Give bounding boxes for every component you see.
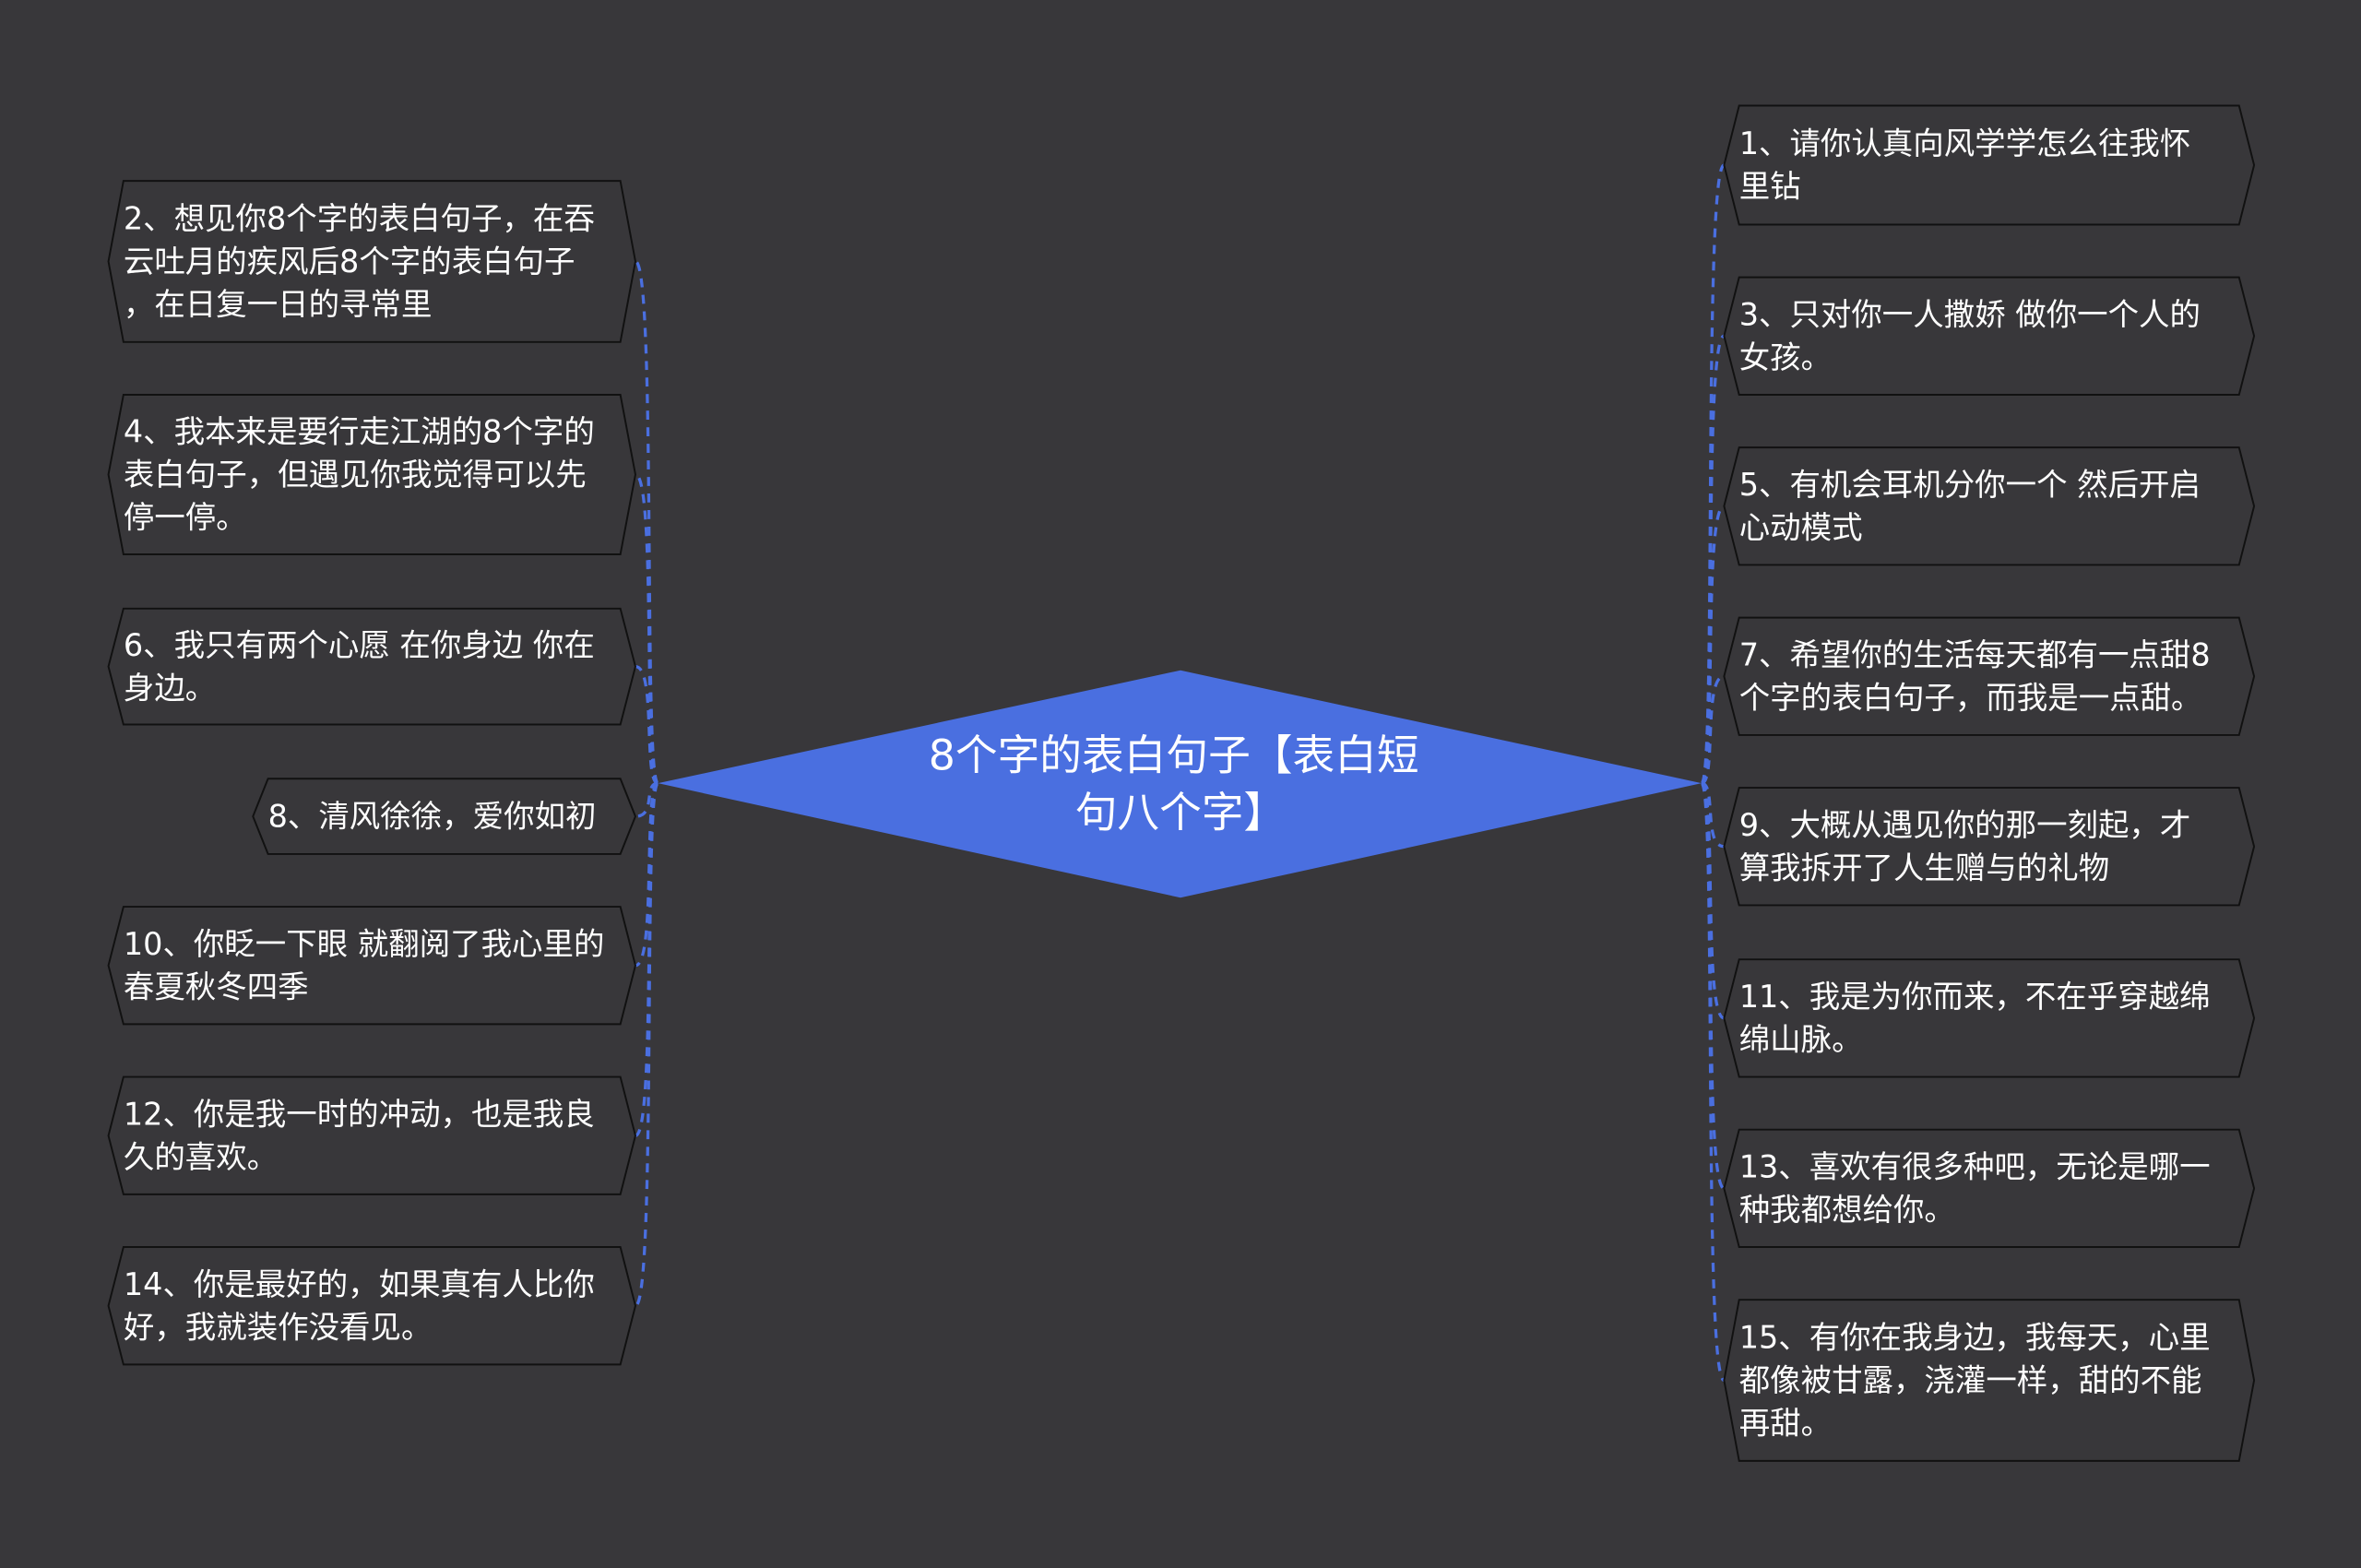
- node-shape[interactable]: [1723, 787, 2256, 907]
- node-text: 5、有机会耳机分你一个 然后开启心动模式: [1739, 467, 2201, 546]
- node-shape[interactable]: [1723, 1128, 2256, 1249]
- node-text-line: 停一停。: [124, 499, 247, 535]
- node-text: 10、你眨一下眼 就翻阅了我心里的春夏秋冬四季: [124, 926, 605, 1005]
- node-text: 9、大概从遇见你的那一刻起，才算我拆开了人生赠与的礼物: [1739, 807, 2191, 886]
- node-text: 14、你是最好的，如果真有人比你好，我就装作没看见。: [124, 1266, 595, 1346]
- node-text-line: ，在日复一日的寻常里: [124, 286, 433, 322]
- node-text-line: 11、我是为你而来，不在乎穿越绵: [1739, 979, 2211, 1015]
- node-shape[interactable]: [1723, 958, 2256, 1078]
- node-text: 3、只对你一人撒娇 做你一个人的女孩。: [1739, 296, 2201, 375]
- right-node[interactable]: 9、大概从遇见你的那一刻起，才算我拆开了人生赠与的礼物: [1723, 787, 2256, 907]
- node-text-line: 春夏秋冬四季: [124, 968, 309, 1004]
- node-text: 11、我是为你而来，不在乎穿越绵绵山脉。: [1739, 979, 2211, 1058]
- connector-line: [1700, 781, 1726, 1383]
- node-text-line: 8、清风徐徐，爱你如初: [268, 799, 597, 835]
- center-diamond[interactable]: [658, 670, 1702, 898]
- node-shape[interactable]: [1723, 104, 2256, 226]
- node-text-line: 2、想见你8个字的表白句子，在吞: [124, 200, 595, 236]
- node-text-line: 1、请你认真向风学学怎么往我怀: [1739, 125, 2191, 161]
- node-shape[interactable]: [107, 393, 636, 555]
- connector-line: [634, 472, 660, 785]
- node-text-line: 女孩。: [1739, 339, 1832, 375]
- node-text-line: 6、我只有两个心愿 在你身边 你在: [124, 627, 595, 663]
- node-text-line: 3、只对你一人撒娇 做你一个人的: [1739, 296, 2201, 332]
- right-node[interactable]: 7、希望你的生活每天都有一点甜8 个字的表白句子，而我是一点甜。: [1723, 616, 2256, 736]
- node-text: 2、想见你8个字的表白句子，在吞云吐月的疾风后8个字的表白句子 ，在日复一日的寻常…: [124, 200, 595, 322]
- left-node[interactable]: 10、你眨一下眼 就翻阅了我心里的春夏秋冬四季: [107, 906, 636, 1026]
- connector-line: [1701, 674, 1725, 785]
- connector-line: [1701, 781, 1725, 849]
- node-text-line: 云吐月的疾风后8个字的表白句子: [124, 244, 575, 279]
- node-text-line: 里钻: [1739, 169, 1801, 205]
- node-text-line: 个字的表白句子，而我是一点甜。: [1739, 680, 2202, 716]
- node-text-line: 15、有你在我身边，我每天，心里: [1739, 1319, 2211, 1355]
- node-shape[interactable]: [1723, 1299, 2256, 1462]
- node-shape[interactable]: [107, 1246, 636, 1366]
- connector-line: [1700, 334, 1726, 785]
- left-node[interactable]: 14、你是最好的，如果真有人比你好，我就装作没看见。: [107, 1246, 636, 1366]
- connector-line: [634, 781, 660, 1137]
- right-node[interactable]: 5、有机会耳机分你一个 然后开启心动模式: [1723, 446, 2256, 566]
- right-node[interactable]: 1、请你认真向风学学怎么往我怀里钻: [1723, 104, 2256, 226]
- node-shape[interactable]: [1723, 616, 2256, 736]
- node-text-line: 13、喜欢有很多种吧，无论是哪一: [1739, 1149, 2211, 1185]
- node-text-line: 4、我本来是要行走江湖的8个字的: [124, 413, 595, 449]
- center-title: 8个字的表白句子【表白短 句八个字】: [929, 731, 1432, 837]
- node-text-line: 10、你眨一下眼 就翻阅了我心里的: [124, 926, 605, 962]
- nodes: 2、想见你8个字的表白句子，在吞云吐月的疾风后8个字的表白句子 ，在日复一日的寻常…: [107, 104, 2256, 1462]
- connector-line: [635, 781, 660, 968]
- node-text-line: 9、大概从遇见你的那一刻起，才: [1739, 807, 2191, 843]
- center-title-line: 句八个字】: [1075, 789, 1287, 837]
- left-node[interactable]: 2、想见你8个字的表白句子，在吞云吐月的疾风后8个字的表白句子 ，在日复一日的寻常…: [107, 180, 636, 343]
- node-text-line: 14、你是最好的，如果真有人比你: [124, 1266, 595, 1302]
- node-text-line: 5、有机会耳机分你一个 然后开启: [1739, 467, 2201, 503]
- right-node[interactable]: 3、只对你一人撒娇 做你一个人的女孩。: [1723, 276, 2256, 396]
- connector-line: [1700, 781, 1726, 1020]
- node-text-line: 12、你是我一时的冲动，也是我良: [124, 1096, 595, 1132]
- node-text: 12、你是我一时的冲动，也是我良久的喜欢。: [124, 1096, 595, 1175]
- node-text-line: 7、希望你的生活每天都有一点甜8: [1739, 636, 2211, 672]
- node-shape[interactable]: [107, 607, 636, 726]
- node-text-line: 久的喜欢。: [124, 1139, 278, 1175]
- node-shape[interactable]: [107, 180, 636, 343]
- node-shape[interactable]: [252, 778, 637, 855]
- node-text-line: 绵山脉。: [1739, 1022, 1863, 1058]
- left-node[interactable]: 6、我只有两个心愿 在你身边 你在身边。: [107, 607, 636, 726]
- right-node[interactable]: 15、有你在我身边，我每天，心里都像被甘露，浇灌一样，甜的不能再甜。: [1723, 1299, 2256, 1462]
- right-node[interactable]: 13、喜欢有很多种吧，无论是哪一种我都想给你。: [1723, 1128, 2256, 1249]
- center-title-line: 8个字的表白句子【表白短: [929, 731, 1419, 779]
- connector-line: [634, 259, 660, 785]
- node-text: 1、请你认真向风学学怎么往我怀里钻: [1739, 125, 2191, 205]
- center-node[interactable]: 8个字的表白句子【表白短 句八个字】: [658, 670, 1702, 898]
- right-node[interactable]: 11、我是为你而来，不在乎穿越绵绵山脉。: [1723, 958, 2256, 1078]
- connector-line: [1700, 505, 1726, 785]
- node-text: 15、有你在我身边，我每天，心里都像被甘露，浇灌一样，甜的不能再甜。: [1739, 1319, 2211, 1441]
- node-text: 8、清风徐徐，爱你如初: [268, 799, 597, 835]
- node-text-line: 都像被甘露，浇灌一样，甜的不能: [1739, 1362, 2202, 1398]
- node-shape[interactable]: [107, 1075, 636, 1195]
- connector-line: [634, 781, 660, 1308]
- connector-line: [1700, 163, 1726, 785]
- node-text-line: 身边。: [124, 670, 216, 706]
- node-shape[interactable]: [107, 906, 636, 1026]
- node-text-line: 表白句子，但遇见你我觉得可以先: [124, 457, 587, 493]
- node-text-line: 好，我就装作没看见。: [124, 1309, 433, 1345]
- node-text: 7、希望你的生活每天都有一点甜8 个字的表白句子，而我是一点甜。: [1739, 636, 2211, 716]
- connector-line: [635, 665, 659, 785]
- left-node[interactable]: 12、你是我一时的冲动，也是我良久的喜欢。: [107, 1075, 636, 1195]
- node-text: 13、喜欢有很多种吧，无论是哪一种我都想给你。: [1739, 1149, 2211, 1229]
- connectors: [634, 163, 1726, 1383]
- node-shape[interactable]: [1723, 276, 2256, 396]
- node-text-line: 心动模式: [1739, 509, 1863, 545]
- left-node[interactable]: 4、我本来是要行走江湖的8个字的表白句子，但遇见你我觉得可以先停一停。: [107, 393, 636, 555]
- node-text: 6、我只有两个心愿 在你身边 你在身边。: [124, 627, 595, 707]
- node-shape[interactable]: [1723, 446, 2256, 566]
- left-node[interactable]: 8、清风徐徐，爱你如初: [252, 778, 637, 855]
- node-text-line: 再甜。: [1739, 1405, 1832, 1441]
- node-text-line: 种我都想给你。: [1739, 1192, 1955, 1228]
- node-text-line: 算我拆开了人生赠与的礼物: [1739, 849, 2109, 885]
- node-text: 4、我本来是要行走江湖的8个字的表白句子，但遇见你我觉得可以先停一停。: [124, 413, 595, 535]
